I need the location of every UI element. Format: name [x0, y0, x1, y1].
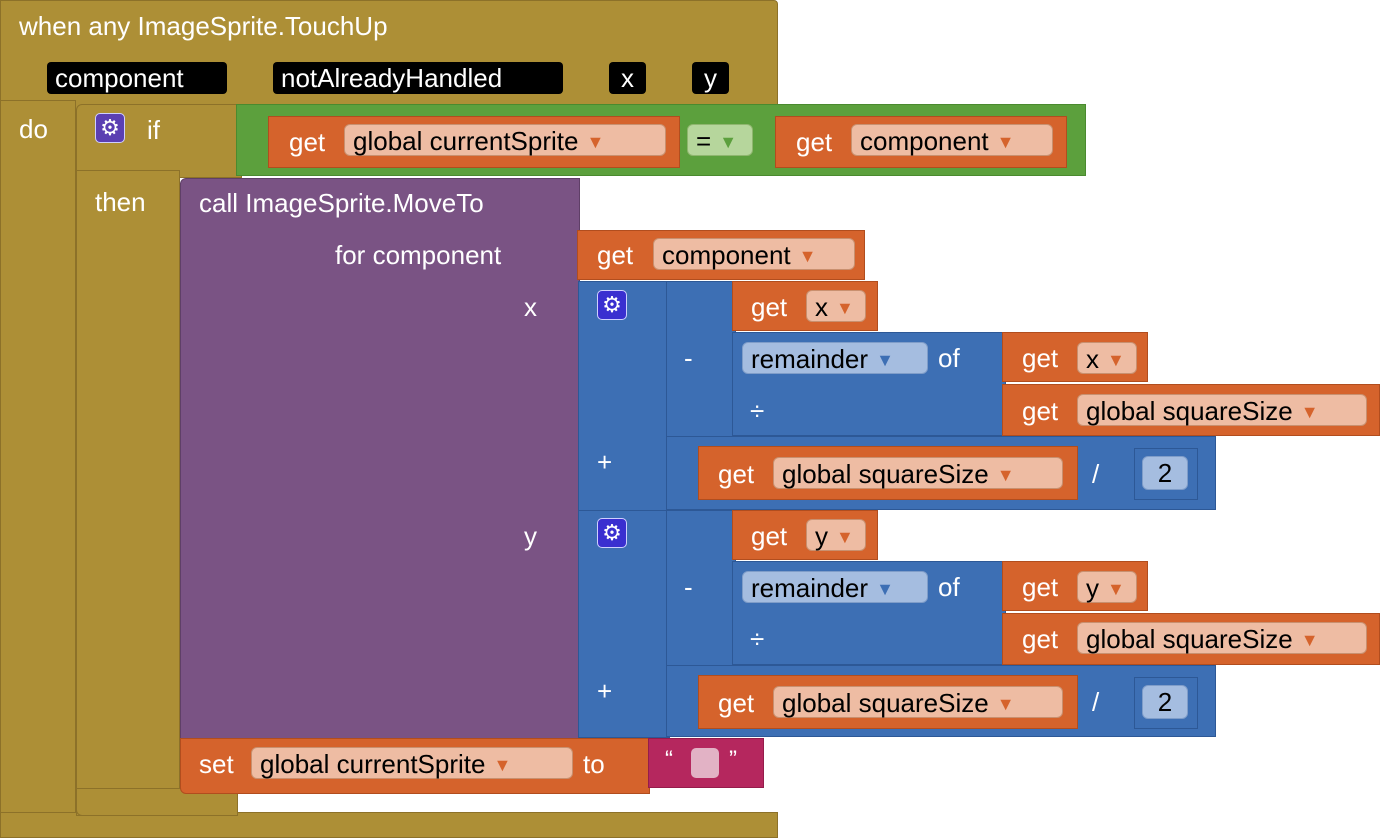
var-name: component	[860, 126, 989, 156]
for-component-label: for component	[335, 240, 502, 270]
dropdown-arrow-icon: ▼	[996, 465, 1015, 485]
dropdown-arrow-icon: ▼	[996, 132, 1015, 152]
if-mutator-gear-icon[interactable]: ⚙	[95, 113, 125, 143]
x-arg-label: x	[524, 292, 537, 322]
minus-label: -	[684, 343, 693, 373]
then-label: then	[95, 187, 146, 217]
y-arg-label: y	[524, 521, 537, 551]
call-moveto-block[interactable]	[180, 178, 580, 740]
divide-op-label: /	[1092, 687, 1100, 717]
of-label: of	[938, 572, 960, 602]
dropdown-arrow-icon: ▼	[719, 132, 738, 152]
dropdown-arrow-icon: ▼	[876, 579, 894, 599]
param-y[interactable]: y	[692, 62, 729, 94]
var-name: y	[1086, 573, 1099, 603]
get-label: get	[751, 521, 788, 551]
y-subtract-block[interactable]	[666, 510, 736, 666]
dropdown-arrow-icon: ▼	[1107, 579, 1125, 599]
dropdown-arrow-icon: ▼	[836, 298, 854, 318]
open-quote: “	[665, 746, 673, 773]
var-name: global squareSize	[782, 459, 989, 489]
var-name: x	[815, 292, 828, 322]
var-dropdown-squaresize[interactable]: global squareSize ▼	[1077, 622, 1367, 654]
var-dropdown-squaresize[interactable]: global squareSize ▼	[1077, 394, 1367, 426]
var-dropdown-component[interactable]: component ▼	[851, 124, 1053, 156]
var-name: global squareSize	[1086, 396, 1293, 426]
number-field[interactable]: 2	[1142, 456, 1188, 490]
var-dropdown-current-sprite[interactable]: global currentSprite ▼	[251, 747, 573, 779]
text-field[interactable]	[691, 748, 719, 778]
dropdown-arrow-icon: ▼	[1300, 630, 1319, 650]
var-dropdown-component[interactable]: component ▼	[653, 238, 855, 270]
y-add-mutator-gear-icon[interactable]: ⚙	[597, 518, 627, 548]
dropdown-arrow-icon: ▼	[876, 350, 894, 370]
dropdown-arrow-icon: ▼	[798, 246, 817, 266]
of-label: of	[938, 343, 960, 373]
remainder-label: remainder	[751, 344, 869, 374]
event-title: when any ImageSprite.TouchUp	[19, 11, 388, 41]
remainder-label: remainder	[751, 573, 869, 603]
get-label: get	[1022, 343, 1059, 373]
dropdown-arrow-icon: ▼	[586, 132, 605, 152]
var-dropdown-x[interactable]: x▼	[1077, 342, 1137, 374]
divide-label: ÷	[750, 396, 765, 426]
minus-label: -	[684, 572, 693, 602]
param-component[interactable]: component	[47, 62, 227, 94]
var-name: x	[1086, 344, 1099, 374]
get-label: get	[718, 459, 755, 489]
get-label: get	[796, 127, 833, 157]
get-label: get	[1022, 572, 1059, 602]
number-field[interactable]: 2	[1142, 685, 1188, 719]
var-dropdown-x[interactable]: x▼	[806, 290, 866, 322]
x-add-mutator-gear-icon[interactable]: ⚙	[597, 290, 627, 320]
var-name: global squareSize	[782, 688, 989, 718]
do-label: do	[19, 114, 48, 144]
var-name: global currentSprite	[353, 126, 579, 156]
dropdown-arrow-icon: ▼	[996, 694, 1015, 714]
operator: =	[696, 126, 712, 156]
call-label: call ImageSprite.MoveTo	[199, 188, 484, 218]
dropdown-arrow-icon: ▼	[493, 755, 512, 775]
get-label: get	[718, 688, 755, 718]
divide-label: ÷	[750, 624, 765, 654]
var-name: global squareSize	[1086, 624, 1293, 654]
plus-label: +	[597, 447, 613, 477]
param-notalreadyhandled[interactable]: notAlreadyHandled	[273, 62, 563, 94]
plus-label: +	[597, 676, 613, 706]
var-dropdown-y[interactable]: y▼	[1077, 571, 1137, 603]
var-dropdown-y[interactable]: y▼	[806, 519, 866, 551]
event-block-body	[0, 100, 76, 820]
var-name: global currentSprite	[260, 749, 486, 779]
get-label: get	[1022, 624, 1059, 654]
event-block-bottom	[0, 812, 778, 838]
divide-op-label: /	[1092, 459, 1100, 489]
dropdown-arrow-icon: ▼	[1300, 402, 1319, 422]
remainder-dropdown[interactable]: remainder ▼	[742, 342, 928, 374]
if-block-side	[76, 170, 180, 816]
dropdown-arrow-icon: ▼	[836, 527, 854, 547]
param-x[interactable]: x	[609, 62, 646, 94]
var-dropdown-current-sprite[interactable]: global currentSprite ▼	[344, 124, 666, 156]
remainder-dropdown[interactable]: remainder ▼	[742, 571, 928, 603]
close-quote: ”	[729, 746, 737, 773]
compare-operator-dropdown[interactable]: =▼	[687, 124, 753, 156]
x-subtract-block[interactable]	[666, 281, 736, 437]
var-dropdown-squaresize[interactable]: global squareSize ▼	[773, 686, 1063, 718]
var-dropdown-squaresize[interactable]: global squareSize ▼	[773, 457, 1063, 489]
to-label: to	[583, 749, 605, 779]
get-label: get	[751, 292, 788, 322]
var-name: component	[662, 240, 791, 270]
y-add-block[interactable]	[578, 510, 670, 738]
if-label: if	[147, 115, 160, 145]
dropdown-arrow-icon: ▼	[1107, 350, 1125, 370]
get-label: get	[289, 127, 326, 157]
get-label: get	[1022, 396, 1059, 426]
var-name: y	[815, 521, 828, 551]
get-label: get	[597, 240, 634, 270]
set-label: set	[199, 749, 234, 779]
